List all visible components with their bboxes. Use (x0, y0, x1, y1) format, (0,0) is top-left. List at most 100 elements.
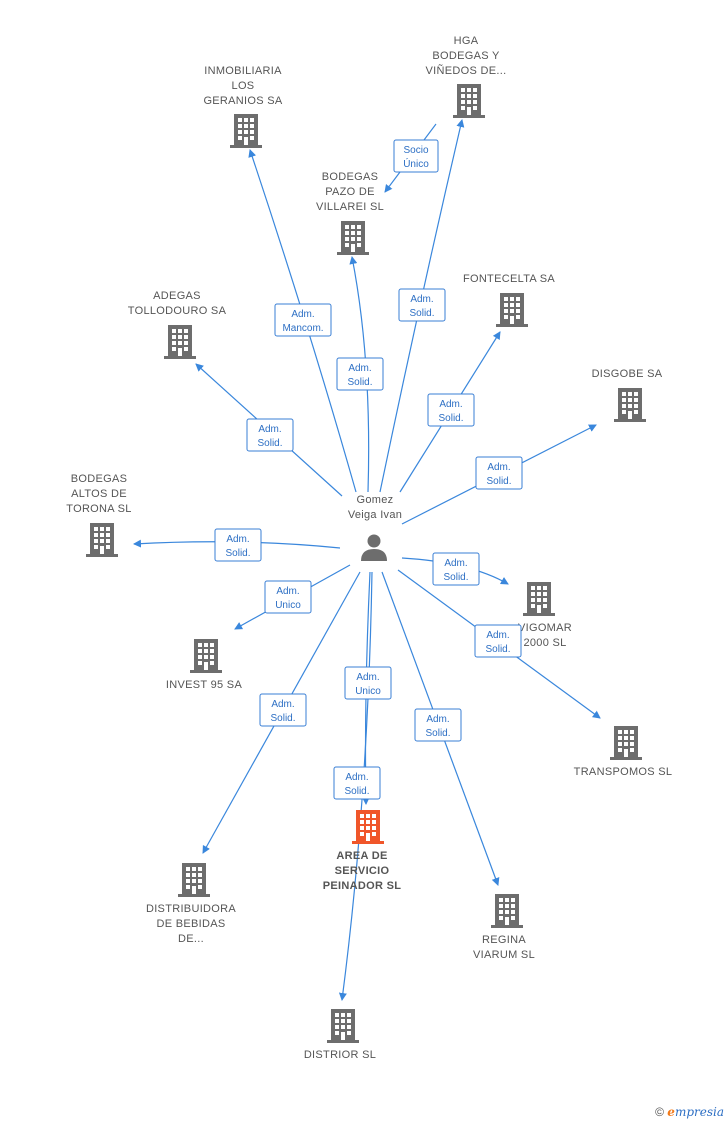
relation-text: Unico (275, 600, 301, 611)
company-name-line: VIGOMAR (518, 622, 572, 634)
copyright-symbol: © (655, 1105, 664, 1119)
relation-label[interactable]: Adm.Solid. (414, 708, 462, 742)
footer-brand[interactable]: © empresia (655, 1105, 724, 1119)
brand-name: mpresia (674, 1105, 724, 1119)
relation-box (336, 357, 384, 391)
building-icon (496, 293, 528, 327)
relation-box (344, 666, 392, 700)
building-icon (178, 863, 210, 897)
company-node-hga[interactable]: HGA BODEGAS Y VIÑEDOS DE... (426, 35, 507, 118)
relation-text: Único (403, 157, 429, 170)
relation-box (393, 139, 439, 173)
relation-text: Unico (355, 686, 381, 697)
relation-label[interactable]: Adm.Solid. (475, 456, 523, 490)
building-icon (453, 84, 485, 118)
relation-label[interactable]: Adm. Solid. (246, 418, 294, 452)
relation-text: Mancom. (282, 323, 323, 334)
company-name-line: REGINA (482, 934, 526, 946)
relation-box (398, 288, 446, 322)
company-name-line: INVEST 95 SA (166, 679, 243, 691)
company-node-distribuidora[interactable]: DISTRIBUIDORA DE BEBIDAS DE... (146, 863, 236, 945)
company-name-line: PEINADOR SL (323, 880, 401, 892)
company-name-line: BODEGAS (322, 171, 379, 183)
relation-text: Socio (403, 145, 428, 156)
company-name-line: GERANIOS SA (203, 95, 282, 107)
relation-box (214, 528, 262, 562)
relation-text: Solid. (438, 413, 463, 424)
relation-text: Adm. (291, 309, 314, 320)
company-name-line: DE... (178, 933, 204, 945)
relation-box (259, 693, 307, 727)
company-node-distrior[interactable]: DISTRIOR SL (304, 1009, 376, 1061)
company-node-disgobe[interactable]: DISGOBE SA (592, 368, 663, 422)
relation-label[interactable]: Adm.Solid. (427, 393, 475, 427)
relation-text: Adm. (271, 699, 294, 710)
company-name-line: TRANSPOMOS SL (574, 766, 673, 778)
company-name-line: VIARUM SL (473, 949, 535, 961)
company-name-line: ALTOS DE (71, 488, 127, 500)
relation-label[interactable]: Adm.Solid. (474, 624, 522, 658)
company-node-regina[interactable]: REGINA VIARUM SL (473, 894, 535, 961)
company-name-line: 2000 SL (523, 637, 566, 649)
company-name-line: DISGOBE SA (592, 368, 663, 380)
relation-label[interactable]: Adm. Mancom. (274, 303, 332, 337)
relation-box (475, 456, 523, 490)
relation-text: Solid. (257, 438, 282, 449)
relation-labels-layer: Adm.Mancom.Adm.Solid.Adm.Solid.Adm.Solid… (214, 139, 523, 800)
relation-label[interactable]: Adm.Unico (344, 666, 392, 700)
building-icon (86, 523, 118, 557)
relation-label[interactable]: Adm. Solid. (432, 552, 480, 586)
company-name-line: VIÑEDOS DE... (426, 64, 507, 77)
relation-box (427, 393, 475, 427)
company-name-line: SERVICIO (335, 865, 390, 877)
company-node-transpomos[interactable]: TRANSPOMOS SL (574, 726, 673, 778)
company-node-inmobiliaria[interactable]: INMOBILIARIA LOS GERANIOS SA (203, 65, 283, 148)
company-name-line: DISTRIBUIDORA (146, 903, 236, 915)
nodes-layer: INMOBILIARIA LOS GERANIOS SA HGA BODEGAS Y VI… (66, 35, 672, 1061)
company-node-invest[interactable]: INVEST 95 SA (166, 639, 243, 691)
relation-label[interactable]: Adm. Solid. (259, 693, 307, 727)
company-node-fontecelta[interactable]: FONTECELTA SA (463, 273, 555, 327)
relation-label[interactable]: Adm.Solid. (336, 357, 384, 391)
relation-box (333, 766, 381, 800)
relation-text: Solid. (443, 572, 468, 583)
building-icon (523, 582, 555, 616)
relation-text: Adm. (487, 462, 510, 473)
relation-label[interactable]: Adm.Solid. (214, 528, 262, 562)
relation-text: Adm. (258, 424, 281, 435)
company-name-line: HGA (454, 35, 479, 47)
building-icon (491, 894, 523, 928)
relation-label[interactable]: Adm.Solid. (333, 766, 381, 800)
relation-box (264, 580, 312, 614)
relation-text: Solid. (347, 377, 372, 388)
relation-text: Adm. (226, 534, 249, 545)
brand-initial: e (667, 1105, 675, 1119)
person-name-line: Gomez (357, 494, 394, 506)
relation-box (432, 552, 480, 586)
company-name-line: DISTRIOR SL (304, 1049, 376, 1061)
relation-box (414, 708, 462, 742)
relation-box (474, 624, 522, 658)
company-name-line: INMOBILIARIA (204, 65, 282, 77)
company-name-line: LOS (232, 80, 255, 92)
company-name-line: BODEGAS Y (432, 50, 500, 62)
relation-text: Adm. (276, 586, 299, 597)
relation-text: Adm. (444, 558, 467, 569)
building-icon (230, 114, 262, 148)
building-icon (352, 810, 384, 844)
relation-label[interactable]: Adm.Solid. (398, 288, 446, 322)
company-name-line: TOLLODOURO SA (128, 305, 227, 317)
company-name-line: PAZO DE (325, 186, 375, 198)
relation-text: Solid. (270, 713, 295, 724)
company-node-vigomar[interactable]: VIGOMAR 2000 SL (518, 582, 572, 649)
relation-label[interactable]: Adm. Unico (264, 580, 312, 614)
building-icon (337, 221, 369, 255)
company-name-line: DE BEBIDAS (156, 918, 225, 930)
